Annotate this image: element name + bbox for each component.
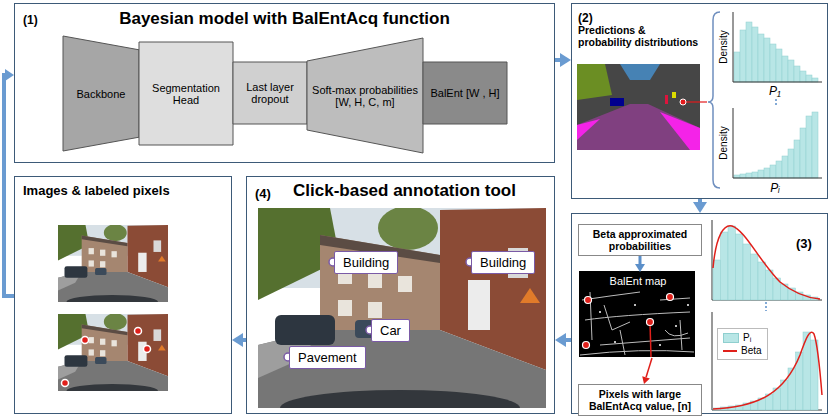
block-shape <box>233 62 307 124</box>
prediction-panel: (2)Predictions & probability distributio… <box>571 3 828 199</box>
text-holder: Density <box>717 113 731 173</box>
legend-label: Beta <box>741 345 762 356</box>
block-label: BalEnt [W , H] <box>430 87 499 99</box>
block-shape <box>139 42 233 145</box>
block-shape <box>63 36 139 151</box>
flow-arrow <box>555 53 571 67</box>
image-label: BalEnt map <box>610 275 667 287</box>
class-label: Building <box>480 255 526 270</box>
street-photo <box>58 313 168 398</box>
process-box: Pixels with large BalEntAcq value, [n] <box>578 384 702 416</box>
flow-arrow <box>635 256 645 272</box>
step-number: (4) <box>255 186 271 201</box>
text-holder: (1) <box>23 10 38 28</box>
box-label: Pixels with large BalEntAcq value, [n] <box>582 388 698 412</box>
text-holder: Predictions & probability distributions <box>578 24 700 48</box>
class-tag: Building <box>471 251 535 274</box>
block-label: Soft-max probabilities [W, H, C, m] <box>310 84 420 108</box>
class-label: Car <box>380 323 401 338</box>
legend-label: Pᵢ <box>743 332 751 343</box>
axis-label: P₁ <box>769 84 781 98</box>
arrow-line <box>639 256 642 264</box>
beta-panel: (3) Beta approximated probabilitiesBalEnt… <box>571 213 828 414</box>
panel-title: Bayesian model with BalEntAcq function <box>119 9 450 28</box>
block-shape <box>307 38 423 153</box>
histogram <box>734 22 818 178</box>
street-photo <box>258 206 546 416</box>
axis-label: Density <box>718 30 729 63</box>
heatmap-image: BalEnt map <box>580 272 696 358</box>
text-holder: (3) <box>796 234 812 252</box>
beta-curve <box>713 226 820 299</box>
legend-swatch <box>723 333 739 343</box>
flow-arrow <box>642 358 652 384</box>
step-number: (1) <box>23 13 38 27</box>
arrow-head <box>693 202 707 213</box>
axis <box>712 12 822 410</box>
box-label: Beta approximated probabilities <box>582 228 698 252</box>
panel-title: Images & labeled pixels <box>23 183 193 199</box>
labeled-pixel <box>62 328 151 387</box>
arrow-head <box>232 333 243 347</box>
head-block: Segmentation Head <box>139 42 233 145</box>
step-number: (2) <box>578 11 593 25</box>
block-label: Last layer dropout <box>236 81 304 105</box>
text-holder: (2) <box>578 8 593 26</box>
text-holder: Images & labeled pixels <box>23 183 193 199</box>
legend-box: PᵢBeta <box>717 328 768 360</box>
block-label: Backbone <box>77 88 126 100</box>
panel-title: Predictions & probability distributions <box>578 24 700 48</box>
text-holder: Click-based annotation tool <box>293 181 516 201</box>
segmentation-image <box>577 64 707 150</box>
arrow-head <box>560 53 571 67</box>
arrow-head <box>635 264 645 272</box>
annotation-panel: (4) Click-based annotation toolBuilding Bu… <box>246 176 555 414</box>
text-holder: Bayesian model with BalEntAcq function <box>15 9 554 29</box>
flow-arrow <box>4 69 14 296</box>
dotted-line <box>775 99 777 107</box>
axis-label: Density <box>718 126 729 159</box>
legend-row: Beta <box>723 344 762 357</box>
dotted-line <box>765 302 767 311</box>
class-label: Pavement <box>298 350 357 365</box>
arrow-line <box>646 358 652 377</box>
panel-title: Click-based annotation tool <box>293 181 516 200</box>
class-tag: Car <box>371 319 410 342</box>
labeled-images-panel: Images & labeled pixels <box>14 176 232 414</box>
arrow-line <box>4 75 14 296</box>
arrow-line <box>698 199 702 202</box>
heatmap-picture <box>579 271 695 357</box>
class-tag: Pavement <box>289 346 366 369</box>
model-panel: (1) Bayesian model with BalEntAcq functio… <box>14 3 555 163</box>
arrow-head <box>642 376 650 384</box>
arrow-line <box>555 58 560 62</box>
block-label: Segmentation Head <box>142 82 230 106</box>
step-number: (3) <box>796 236 812 251</box>
class-tag: Building <box>334 251 398 274</box>
legend-row: Pᵢ <box>723 331 762 344</box>
backbone-block: Backbone <box>63 36 139 151</box>
legend-line <box>723 350 737 352</box>
flow-arrow <box>555 333 571 347</box>
dropout-block: Last layer dropout <box>233 62 307 124</box>
arrow-head <box>555 333 566 347</box>
balent-block: BalEnt [W , H] <box>423 62 507 124</box>
text-holder: Density <box>717 17 731 77</box>
histogram <box>713 226 818 410</box>
flow-arrow <box>693 199 707 213</box>
softmax-block: Soft-max probabilities [W, H, C, m] <box>307 38 423 153</box>
text-holder: P₁ <box>760 84 790 98</box>
flow-arrow <box>232 333 246 347</box>
axis-label: Pᵢ <box>770 181 780 195</box>
process-box: Beta approximated probabilities <box>578 224 702 256</box>
street-photo <box>58 224 168 309</box>
text-holder: (4) <box>255 184 271 202</box>
arrow-head <box>5 69 14 81</box>
text-holder: Pᵢ <box>760 181 790 195</box>
block-shape <box>423 62 507 124</box>
class-label: Building <box>343 255 389 270</box>
